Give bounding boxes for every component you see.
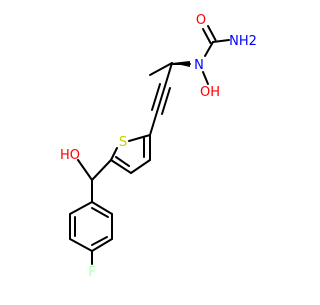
molecule-canvas: O NH2 N OH S HO F — [60, 13, 257, 280]
bond-thiophene-carbinol — [91, 159, 112, 181]
bond-phenyl-6 — [69, 201, 93, 215]
bond-phenyl-3 — [91, 238, 113, 252]
bond-carbonyl-c-nh2 — [212, 39, 230, 43]
atom-label-carbonyl-o: O — [196, 13, 206, 28]
molecule-structure: O NH2 N OH S HO F — [60, 13, 257, 280]
bond-carbinol-ho — [77, 159, 93, 181]
bond-thiophene-s-c2 — [128, 134, 151, 142]
atom-label-n-oh: OH — [200, 85, 220, 100]
bond-alkyne-thiophene — [149, 111, 158, 136]
bond-thiophene-c3-c4 — [130, 159, 151, 174]
bond-phenyl-inner-1 — [91, 207, 109, 218]
bond-carbonyl-c-n — [204, 41, 214, 57]
bond-phenyl-1 — [91, 201, 113, 215]
bond-chiral-c-methyl — [149, 62, 173, 76]
bond-n-oh — [202, 71, 209, 85]
bond-triple-2 — [151, 83, 161, 111]
bond-phenyl-4 — [69, 238, 93, 252]
bond-triple-3 — [161, 87, 171, 115]
bond-chiral-c-alkyne — [164, 62, 173, 87]
atom-label-n: N — [194, 58, 204, 73]
atom-label-fluorine: F — [88, 265, 95, 280]
bond-thiophene-c4-c5 — [110, 159, 132, 174]
bond-thiophene-c5-s — [110, 147, 118, 161]
bond-phenyl-inner-2 — [91, 236, 108, 246]
atom-label-ho: HO — [60, 148, 80, 163]
bond-triple-1 — [156, 85, 166, 113]
wedge-bond-chiral — [172, 61, 190, 67]
bond-thiophene-c4-c5-inner — [115, 156, 130, 167]
bond-carbonyl-c-o-2 — [207, 25, 217, 41]
atom-label-nh2: NH2 — [229, 34, 257, 49]
atom-label-sulfur: S — [119, 135, 127, 150]
bond-carbonyl-c-o-1 — [202, 28, 212, 44]
